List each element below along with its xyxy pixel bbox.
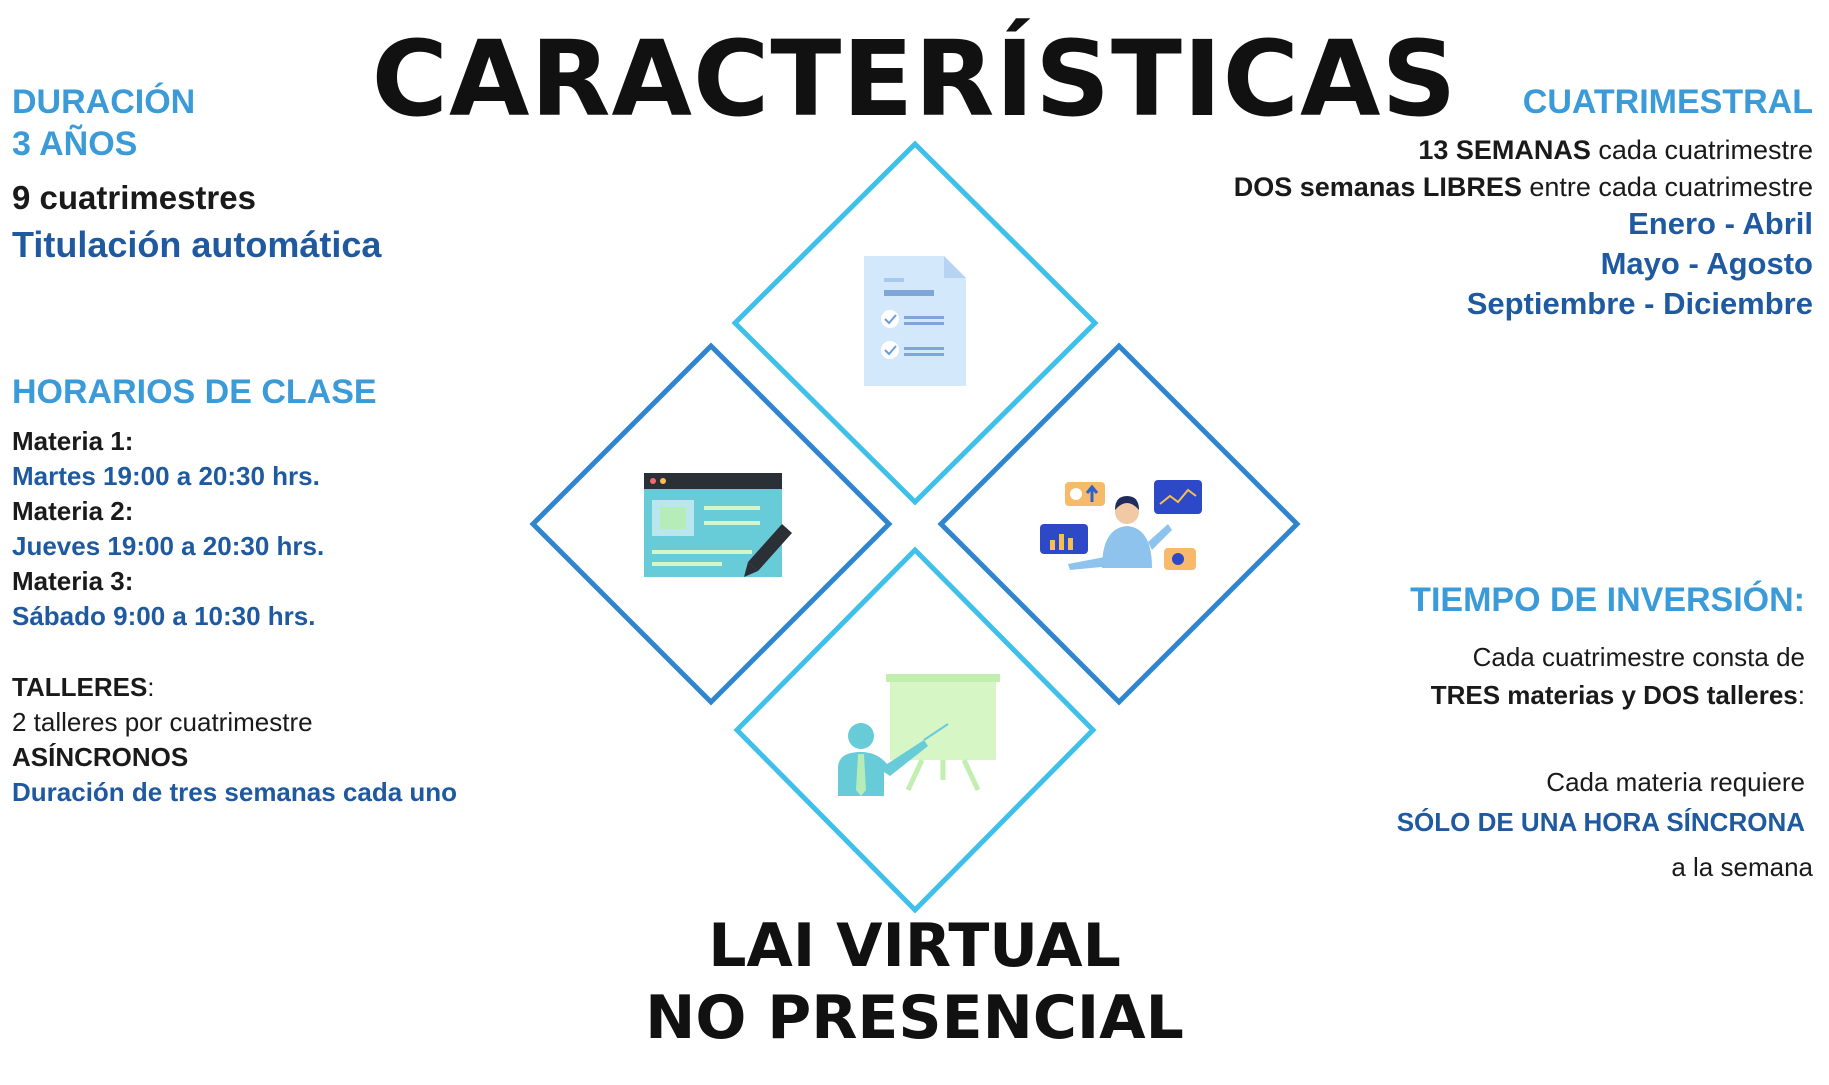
schedule-subject-2: Materia 2: bbox=[12, 496, 134, 526]
libres-bold: DOS semanas LIBRES bbox=[1233, 172, 1522, 202]
requiere-text: Cada materia requiere bbox=[1546, 767, 1805, 797]
diamond-bottom bbox=[733, 546, 1097, 914]
period-1: Enero - Abril bbox=[1628, 206, 1813, 241]
semana-text: a la semana bbox=[1671, 852, 1813, 882]
consta-text: Cada cuatrimestre consta de bbox=[1472, 642, 1805, 672]
requiere-details: Cada materia requiere SÓLO DE UNA HORA S… bbox=[1397, 762, 1805, 842]
cuatrimestral-label: CUATRIMESTRAL bbox=[1522, 83, 1813, 121]
talleres-label: TALLERES bbox=[12, 672, 148, 702]
schedule-subject-3: Materia 3: bbox=[12, 566, 134, 596]
tres-materias-text: TRES materias y DOS talleres bbox=[1430, 680, 1798, 710]
semanas-bold: 13 SEMANAS bbox=[1418, 135, 1591, 165]
asincronos-label: ASÍNCRONOS bbox=[12, 742, 189, 772]
web-editing-icon bbox=[644, 473, 792, 577]
talleres-colon: : bbox=[147, 672, 155, 702]
footer-line-1: LAI VIRTUAL bbox=[708, 911, 1121, 981]
titulacion-text: Titulación automática bbox=[12, 224, 382, 265]
sincrona-text: SÓLO DE UNA HORA SÍNCRONA bbox=[1396, 807, 1805, 837]
libres-rest: entre cada cuatrimestre bbox=[1521, 172, 1813, 202]
schedule-time-3: Sábado 9:00 a 10:30 hrs. bbox=[12, 601, 316, 631]
diamond-top bbox=[731, 140, 1099, 506]
checklist-document-icon bbox=[864, 256, 966, 386]
schedule-time-2: Jueves 19:00 a 20:30 hrs. bbox=[12, 531, 325, 561]
talleres-duracion: Duración de tres semanas cada uno bbox=[12, 777, 458, 807]
cuatrimestral-details: 13 SEMANAS cada cuatrimestre DOS semanas… bbox=[1234, 132, 1813, 206]
analytics-person-icon bbox=[1040, 480, 1202, 570]
diamond-left bbox=[529, 342, 893, 706]
periods-list: Enero - Abril Mayo - Agosto Septiembre -… bbox=[1467, 204, 1813, 324]
presentation-teacher-icon bbox=[838, 674, 1000, 796]
tres-colon: : bbox=[1797, 680, 1805, 710]
period-3: Septiembre - Diciembre bbox=[1466, 286, 1813, 321]
duracion-value: 3 AÑOS bbox=[12, 125, 138, 163]
period-2: Mayo - Agosto bbox=[1600, 246, 1813, 281]
diamond-right bbox=[937, 342, 1301, 706]
schedule-list: Materia 1: Martes 19:00 a 20:30 hrs. Mat… bbox=[12, 424, 324, 634]
tiempo-label: TIEMPO DE INVERSIÓN: bbox=[1410, 581, 1805, 619]
tiempo-details: Cada cuatrimestre consta de TRES materia… bbox=[1431, 638, 1805, 714]
talleres-count: 2 talleres por cuatrimestre bbox=[12, 707, 313, 737]
schedule-time-1: Martes 19:00 a 20:30 hrs. bbox=[12, 461, 320, 491]
footer-line-2: NO PRESENCIAL bbox=[645, 983, 1184, 1053]
semanas-rest: cada cuatrimestre bbox=[1590, 135, 1813, 165]
talleres-block: TALLERES: 2 talleres por cuatrimestre AS… bbox=[12, 670, 457, 810]
horarios-label: HORARIOS DE CLASE bbox=[12, 373, 377, 411]
cuatrimestres-text: 9 cuatrimestres bbox=[12, 179, 256, 216]
schedule-subject-1: Materia 1: bbox=[12, 426, 134, 456]
diamond-graphic bbox=[529, 140, 1301, 914]
page-title: CARACTERÍSTICAS bbox=[371, 18, 1458, 140]
duracion-label: DURACIÓN bbox=[12, 83, 196, 121]
